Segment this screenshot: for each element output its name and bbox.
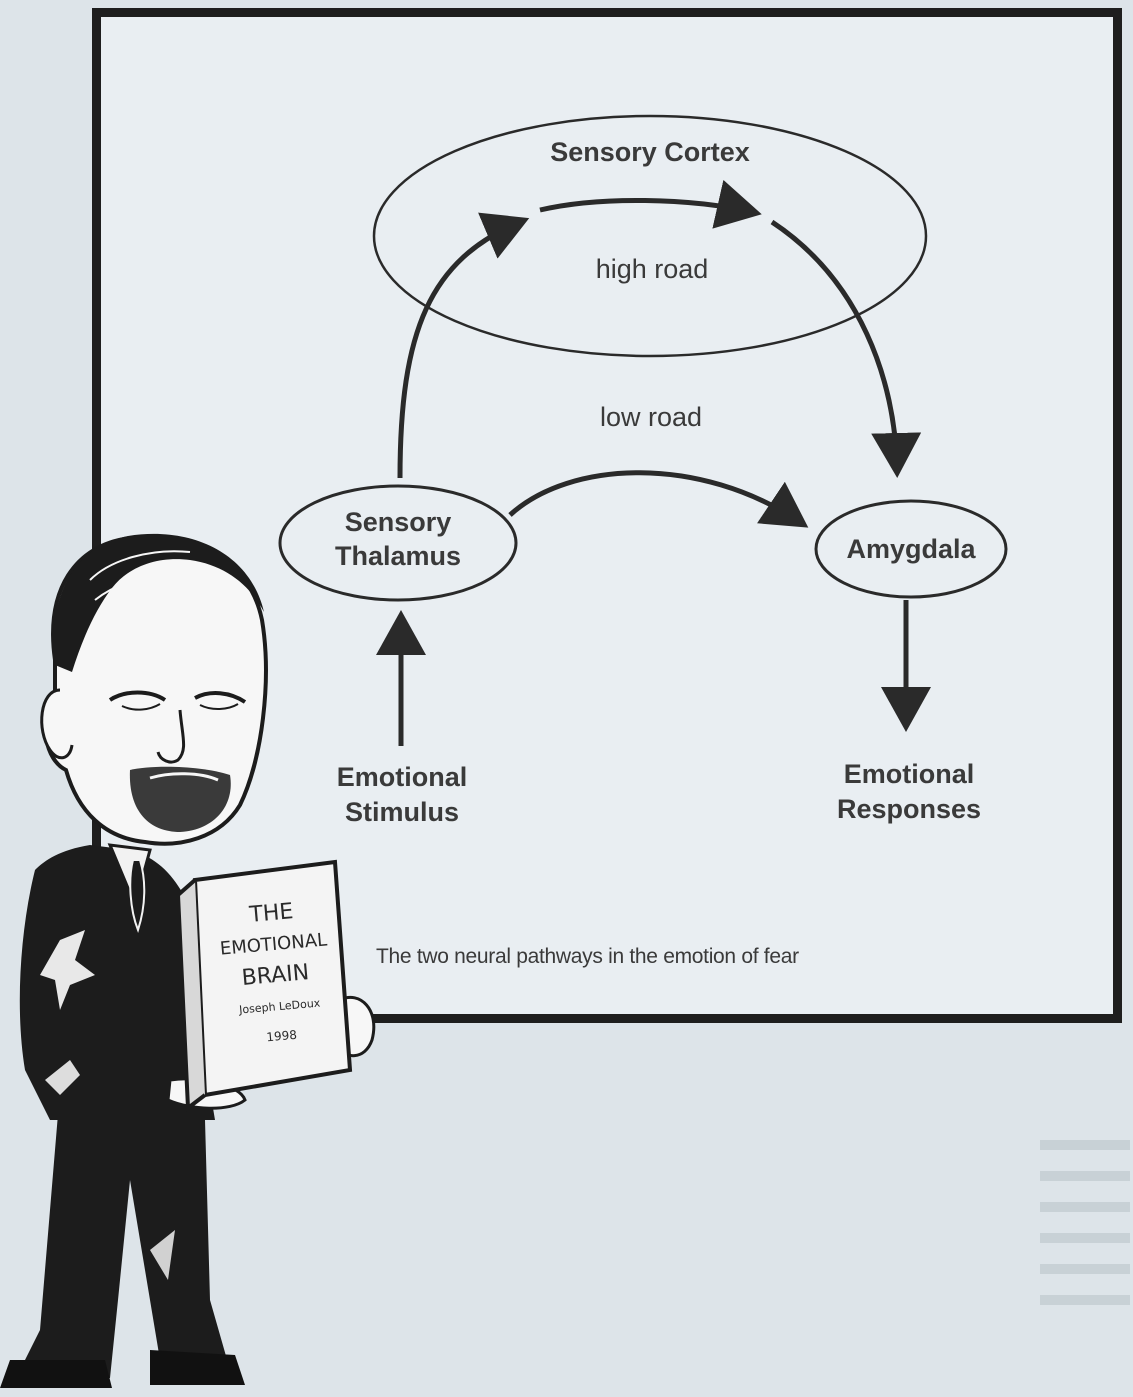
right-shoe <box>150 1350 245 1385</box>
legs <box>20 1090 230 1378</box>
high-road-edge <box>397 212 530 479</box>
left-shoe <box>0 1360 112 1388</box>
tie <box>129 859 146 933</box>
left-eye <box>108 690 167 702</box>
book-year: 1998 <box>266 1028 298 1045</box>
emotional-stimulus-label-line2: Stimulus <box>345 797 459 827</box>
high-road-label: high road <box>596 254 709 284</box>
sensory-thalamus-node <box>278 484 518 602</box>
jacket <box>19 845 215 1120</box>
sensory-thalamus-label-line2: Thalamus <box>335 541 461 571</box>
book-title-line1: THE <box>247 899 294 928</box>
ear <box>40 688 74 760</box>
high-road-edge-end <box>770 219 922 478</box>
goatee <box>129 766 231 832</box>
emotional-stimulus-label-line1: Emotional <box>337 762 468 792</box>
right-eye <box>194 691 247 704</box>
low-road-edge <box>508 470 809 528</box>
nose <box>156 709 186 764</box>
emotional-responses-label-line1: Emotional <box>844 759 975 789</box>
sensory-cortex-label: Sensory Cortex <box>550 137 750 167</box>
amygdala-node <box>814 499 1008 599</box>
diagram-caption: The two neural pathways in the emotion o… <box>376 945 799 968</box>
low-road-label: low road <box>600 402 702 432</box>
book-title-line3: BRAIN <box>241 960 310 991</box>
amygdala-label: Amygdala <box>846 534 976 564</box>
book: THE EMOTIONAL BRAIN Joseph LeDoux 1998 <box>175 859 353 1112</box>
sensory-thalamus-label-line1: Sensory <box>345 507 452 537</box>
sensory-cortex-node <box>372 114 928 358</box>
high-road-edge-middle <box>539 179 762 229</box>
bleed-through-text <box>1040 1140 1130 1360</box>
emotional-responses-label-line2: Responses <box>837 794 981 824</box>
